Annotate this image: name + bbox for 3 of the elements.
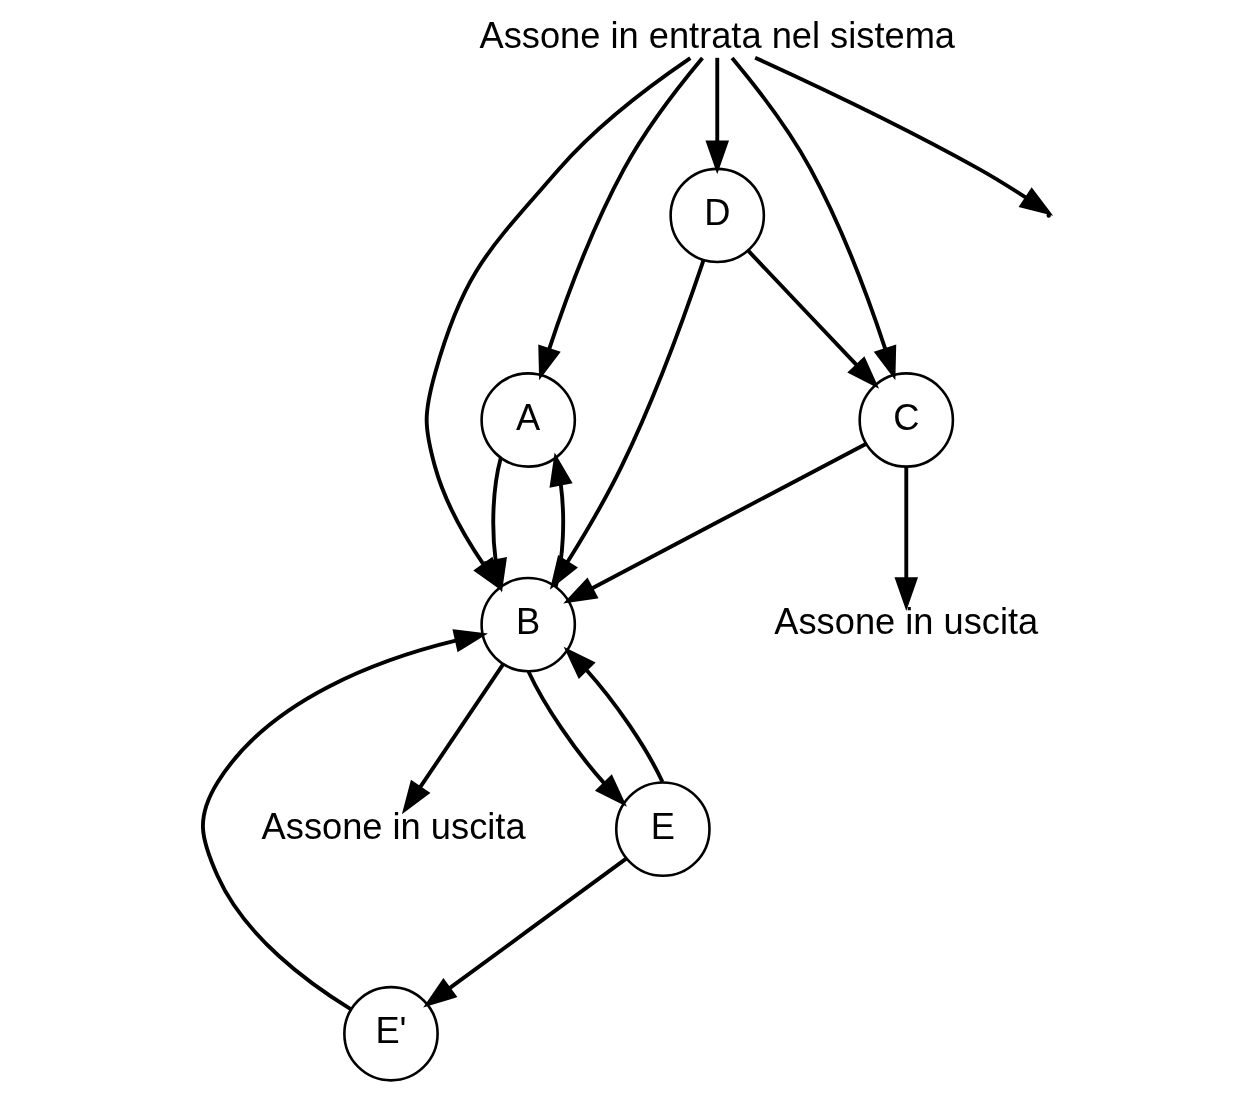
node-text: Assone in entrata nel sistema — [478, 14, 955, 56]
node-text: Assone in uscita — [261, 805, 526, 847]
node-text: Assone in uscita — [773, 601, 1038, 643]
